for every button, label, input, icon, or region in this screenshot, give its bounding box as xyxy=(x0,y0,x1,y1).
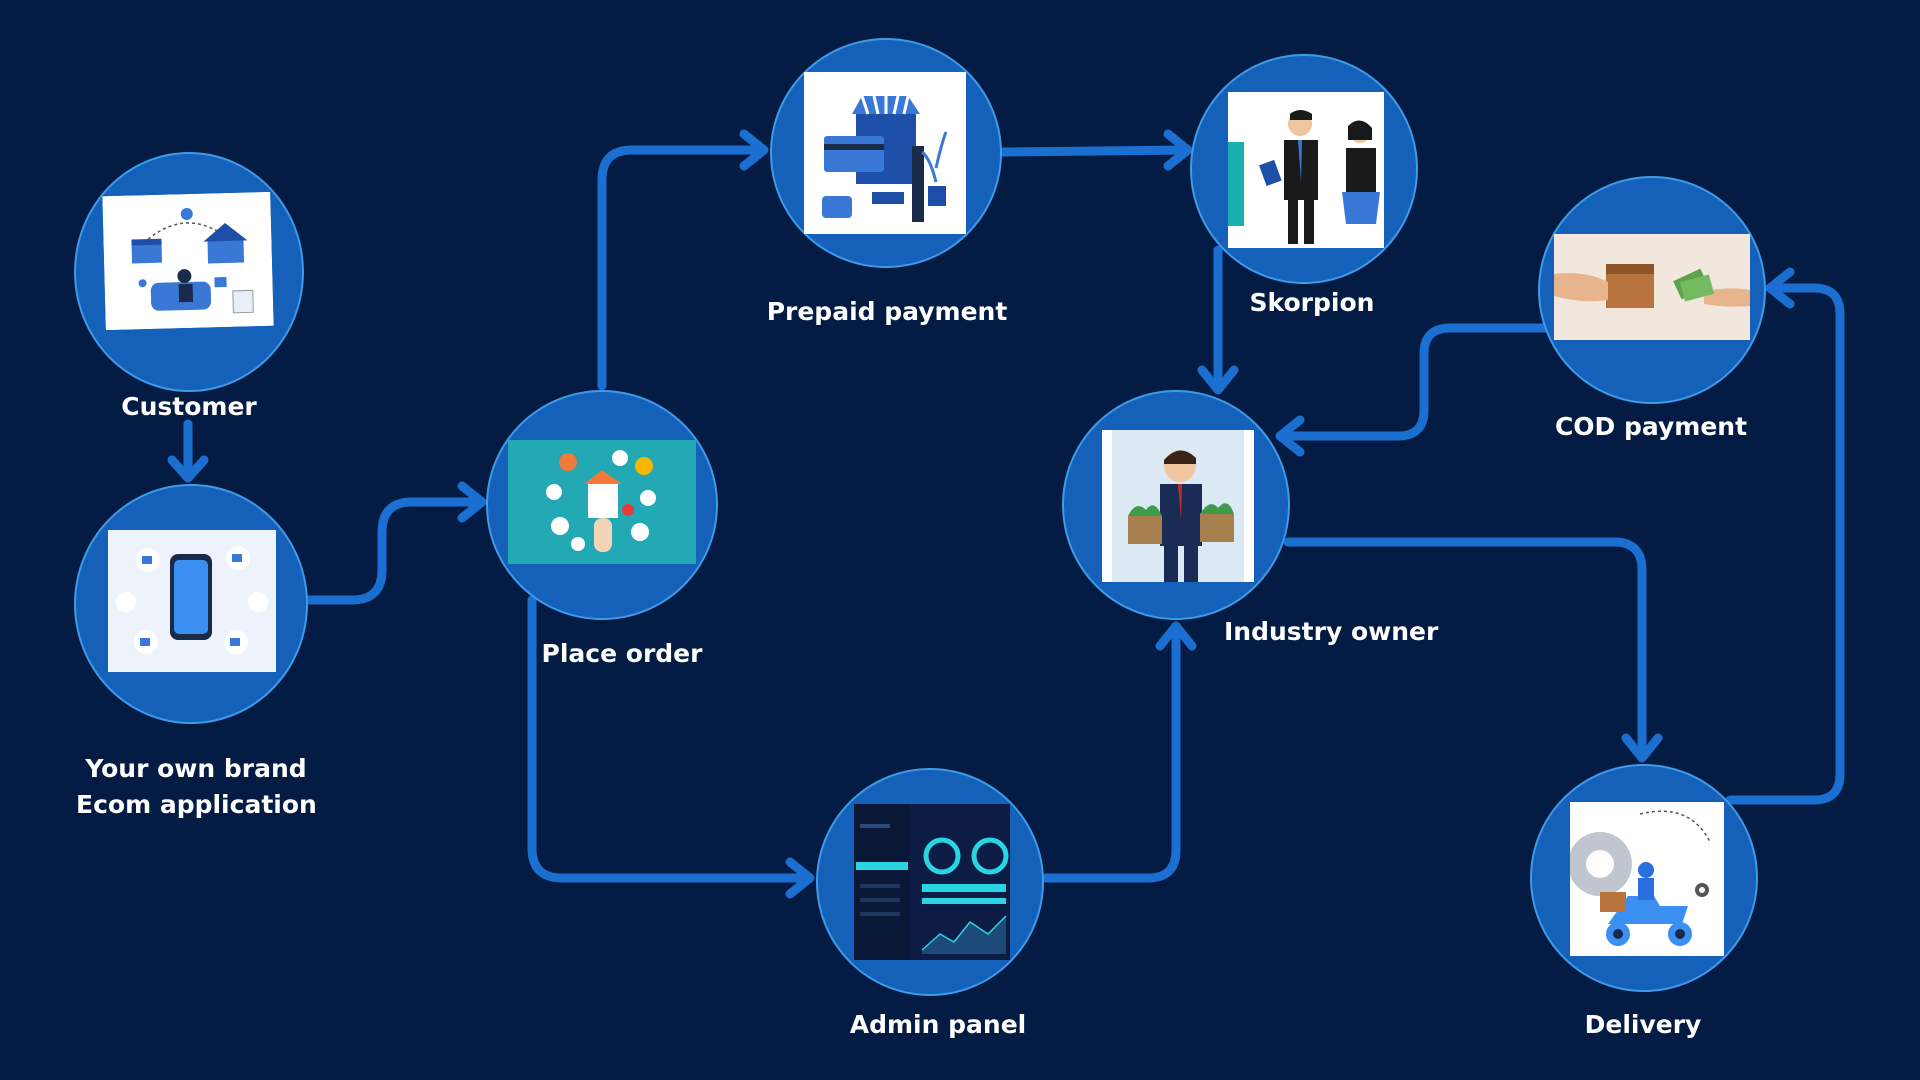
delivery-node xyxy=(1530,764,1758,992)
cash-handover-icon xyxy=(1554,234,1750,340)
customer-illustration-icon xyxy=(102,191,274,331)
place-order-node xyxy=(486,390,718,620)
arrowhead-app-to-order xyxy=(457,481,487,523)
delivery-label: Delivery xyxy=(1584,1010,1702,1039)
business-team-icon xyxy=(1228,92,1384,248)
industry-owner-label: Industry owner xyxy=(1224,617,1439,646)
customer-label: Customer xyxy=(121,392,257,421)
arrowhead-customer-to-app xyxy=(167,455,209,483)
connector-owner-to-delivery xyxy=(1283,537,1647,761)
connector-cod-to-owner xyxy=(1277,323,1553,441)
prepaid-payment-label: Prepaid payment xyxy=(766,297,1008,326)
scooter-delivery-icon xyxy=(1570,802,1724,956)
connector-prepaid-to-skorpion xyxy=(997,145,1191,157)
arrowhead-prepaid-to-skorpion xyxy=(1163,129,1193,171)
admin-panel-node xyxy=(816,768,1044,996)
connector-delivery-to-cod xyxy=(1725,283,1845,805)
arrowhead-order-to-admin xyxy=(785,857,815,899)
arrowhead-delivery-to-cod xyxy=(1765,267,1795,309)
industry-owner-node xyxy=(1062,390,1290,620)
ecom-app-node xyxy=(74,484,308,724)
skorpion-node xyxy=(1190,54,1418,284)
arrowhead-owner-to-delivery xyxy=(1621,733,1663,763)
arrowhead-cod-to-owner xyxy=(1275,415,1305,457)
connector-order-to-admin xyxy=(527,595,813,883)
connector-app-to-order xyxy=(273,497,485,605)
arrowhead-admin-to-owner xyxy=(1155,621,1197,651)
prepaid-payment-node xyxy=(770,38,1002,268)
arrowhead-order-to-prepaid xyxy=(739,129,769,171)
card-payment-icon xyxy=(804,72,966,234)
cod-payment-label: COD payment xyxy=(1554,412,1748,441)
businessman-money-icon xyxy=(1102,430,1254,582)
connector-admin-to-owner xyxy=(1041,623,1181,883)
place-order-label: Place order xyxy=(541,639,703,668)
ecom-app-label-line2: Ecom application xyxy=(76,790,317,819)
ecom-app-label-line1: Your own brand xyxy=(85,754,307,783)
admin-panel-label: Admin panel xyxy=(849,1010,1027,1039)
mobile-app-icon xyxy=(108,530,276,672)
connector-order-to-prepaid xyxy=(597,145,767,391)
dashboard-screen-icon xyxy=(854,804,1010,960)
arrowhead-skorpion-to-owner xyxy=(1197,365,1239,395)
cod-payment-node xyxy=(1538,176,1766,404)
online-store-icon xyxy=(508,440,696,564)
customer-node xyxy=(74,152,304,392)
skorpion-label: Skorpion xyxy=(1249,288,1375,317)
